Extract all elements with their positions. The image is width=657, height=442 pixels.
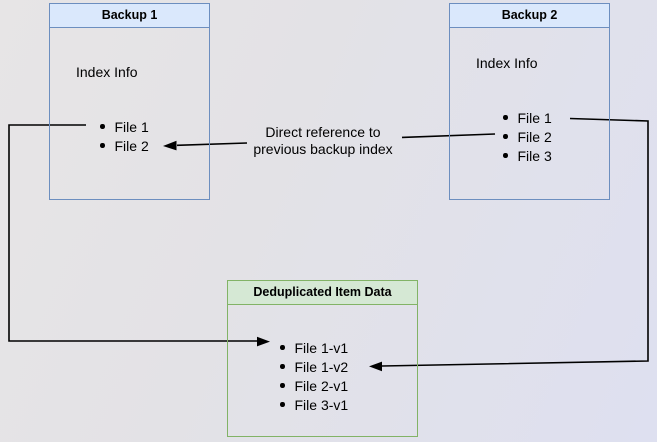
bullet-icon <box>100 143 105 148</box>
dedup-box: Deduplicated Item Data File 1-v1 File 1-… <box>227 280 418 437</box>
backup1-file-list: File 1 File 2 <box>100 117 149 155</box>
list-item-label: File 1-v1 <box>294 339 349 356</box>
list-item-label: File 3 <box>517 147 552 164</box>
backup1-box: Backup 1 Index Info File 1 File 2 <box>49 3 210 200</box>
list-item: File 1-v1 <box>280 338 348 357</box>
annotation-line1: Direct reference to <box>265 124 381 140</box>
backup2-index-info-label: Index Info <box>476 55 538 71</box>
backup1-index-info-label: Index Info <box>76 64 138 80</box>
bullet-icon <box>503 153 508 158</box>
bullet-icon <box>280 402 285 407</box>
backup1-title: Backup 1 <box>50 4 209 28</box>
list-item-label: File 1 <box>517 109 552 126</box>
list-item: File 3-v1 <box>280 395 348 414</box>
bullet-icon <box>280 345 285 350</box>
list-item: File 3 <box>503 146 552 165</box>
annotation-line2: previous backup index <box>253 141 393 157</box>
list-item-label: File 3-v1 <box>294 396 349 413</box>
list-item: File 2 <box>503 127 552 146</box>
list-item: File 1 <box>100 117 149 136</box>
bullet-icon <box>503 134 508 139</box>
list-item-label: File 1-v2 <box>294 358 349 375</box>
list-item-label: File 2 <box>114 137 149 154</box>
list-item-label: File 1 <box>114 118 149 135</box>
bullet-icon <box>280 364 285 369</box>
bullet-icon <box>100 124 105 129</box>
list-item: File 2-v1 <box>280 376 348 395</box>
bullet-icon <box>280 383 285 388</box>
list-item: File 1-v2 <box>280 357 348 376</box>
backup2-file-list: File 1 File 2 File 3 <box>503 108 552 165</box>
direct-reference-annotation: Direct reference to previous backup inde… <box>243 124 403 158</box>
backup2-title: Backup 2 <box>450 4 609 28</box>
bullet-icon <box>503 115 508 120</box>
backup2-box: Backup 2 Index Info File 1 File 2 File 3 <box>449 3 610 200</box>
dedup-item-list: File 1-v1 File 1-v2 File 2-v1 File 3-v1 <box>280 338 348 414</box>
list-item: File 1 <box>503 108 552 127</box>
list-item-label: File 2 <box>517 128 552 145</box>
dedup-title: Deduplicated Item Data <box>228 281 417 305</box>
list-item-label: File 2-v1 <box>294 377 349 394</box>
list-item: File 2 <box>100 136 149 155</box>
